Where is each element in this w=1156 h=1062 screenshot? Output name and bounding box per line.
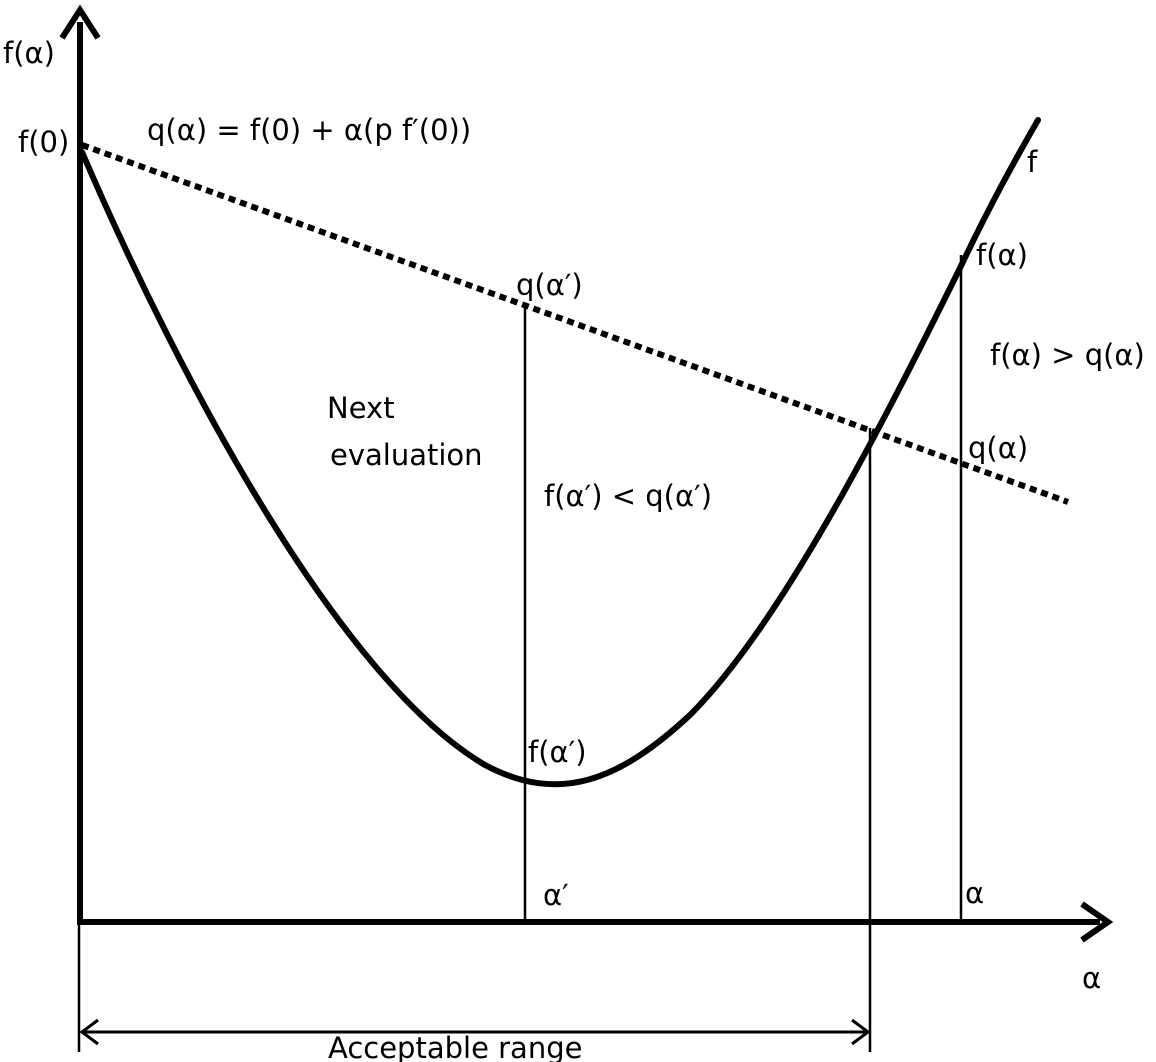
range-arrow-left-head (79, 1018, 99, 1046)
alpha-tick-label: α (965, 876, 984, 910)
curve-name-label: f (1027, 145, 1038, 179)
alpha-prime-tick-label: α′ (543, 878, 569, 912)
f-lt-q-label: f(α′) < q(α′) (544, 479, 712, 513)
y-axis-label: f(α) (3, 36, 55, 70)
f-alpha-label: f(α) (976, 238, 1028, 272)
q-alpha-prime-label: q(α′) (516, 268, 583, 302)
next-eval-line2-label: evaluation (330, 438, 483, 472)
y-axis-arrowhead (59, 4, 101, 40)
range-arrow-right-head (851, 1018, 871, 1046)
x-axis-arrowhead (1080, 901, 1114, 943)
acceptable-range-label: Acceptable range (328, 1031, 582, 1062)
q-equation-label: q(α) = f(0) + α(p f′(0)) (147, 113, 471, 147)
f-alpha-prime-label: f(α′) (528, 735, 587, 769)
f-gt-q-label: f(α) > q(α) (990, 338, 1145, 372)
next-eval-line1-label: Next (327, 391, 395, 425)
q-alpha-label: q(α) (968, 431, 1028, 465)
q-line (80, 142, 1070, 505)
f0-label: f(0) (18, 125, 69, 159)
f-curve (79, 117, 1041, 788)
x-axis-label: α (1082, 961, 1101, 995)
